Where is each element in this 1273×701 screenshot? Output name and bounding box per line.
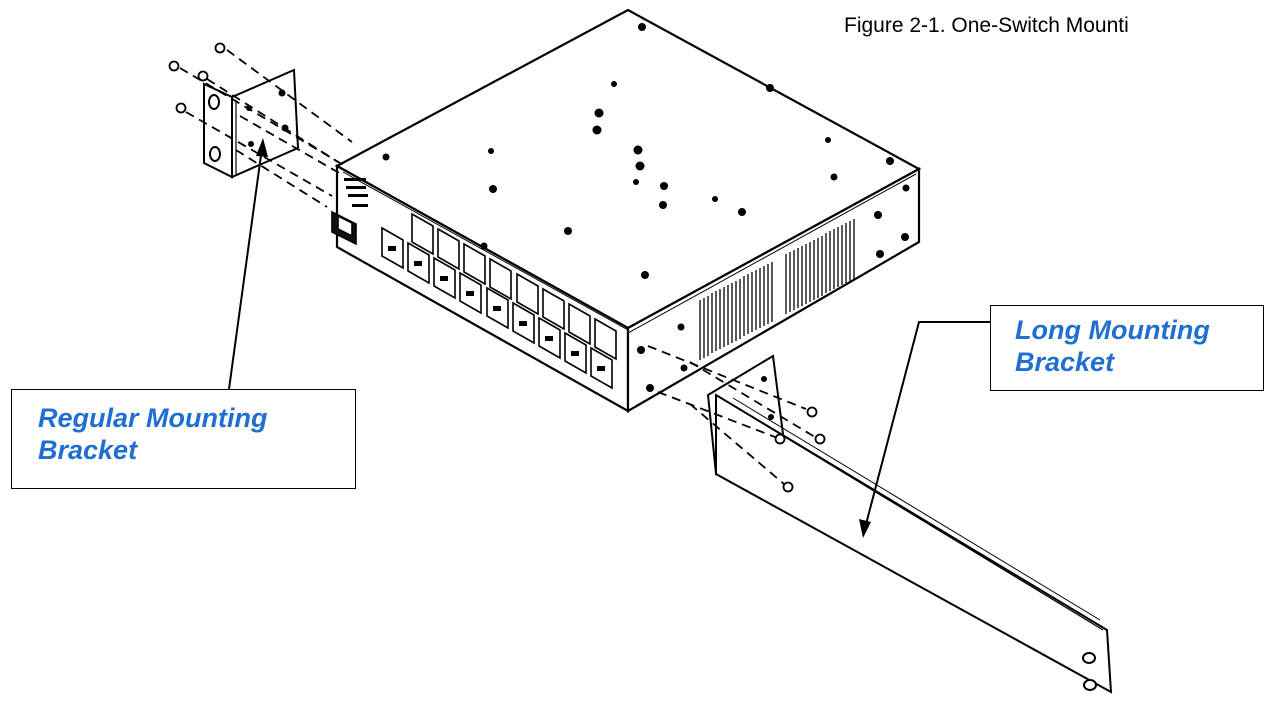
long-bracket-label-line1: Long Mounting [1015,315,1210,345]
switch-chassis [331,8,922,413]
side-mounting-holes [637,184,910,392]
regular-mounting-bracket [203,68,300,179]
regular-bracket-flange [231,68,300,179]
callout-leaders [228,138,990,538]
power-connector [331,210,357,246]
regular-bracket-label-line1: Regular Mounting [38,403,268,433]
front-ethernet-ports [381,212,617,390]
figure-caption: Figure 2-1. One-Switch Mounti [844,14,1129,37]
front-panel-markings [344,178,368,207]
long-bracket-alignment-lines [647,345,816,485]
long-bracket-callout: Long Mounting Bracket [990,305,1264,391]
regular-bracket-arrowhead [256,138,268,157]
top-panel-screws [382,23,894,279]
regular-bracket-screws [168,42,226,114]
long-bracket-leader [864,321,990,529]
side-vent-grilles [699,219,855,360]
regular-bracket-callout: Regular Mounting Bracket [11,389,356,489]
regular-bracket-alignment-lines [179,49,353,208]
regular-bracket-leader [228,147,263,390]
long-bracket-screws [774,406,826,493]
long-bracket-label-line2: Bracket [1015,347,1115,377]
port-latches [388,246,605,371]
long-mounting-bracket [706,354,1113,694]
long-bracket-rail [715,393,1113,694]
regular-bracket-label-line2: Bracket [38,435,138,465]
long-bracket-arrowhead [859,519,871,538]
